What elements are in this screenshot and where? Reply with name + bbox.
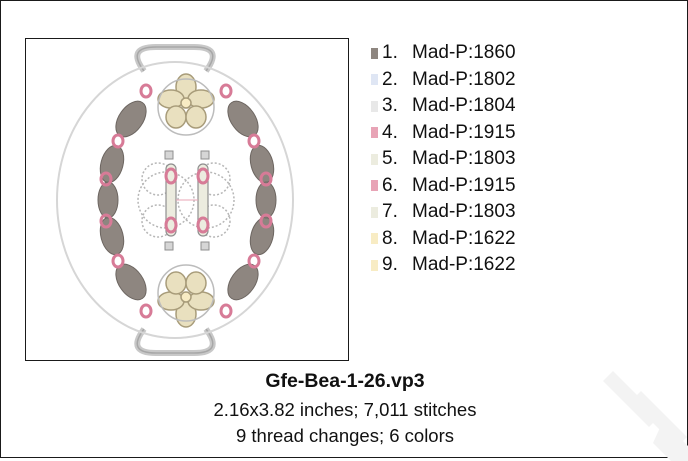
color-swatch xyxy=(371,127,378,139)
thread-number: 8. xyxy=(382,227,398,249)
color-swatch xyxy=(371,74,378,86)
thread-name: Mad-P:1803 xyxy=(412,201,516,223)
thread-name: Mad-P:1915 xyxy=(412,174,516,196)
color-swatch xyxy=(371,233,378,245)
color-swatch xyxy=(371,259,378,271)
thread-number: 7. xyxy=(382,201,398,223)
thread-number: 9. xyxy=(382,254,398,276)
design-preview xyxy=(25,38,349,361)
watermark-logo-icon xyxy=(603,371,688,461)
thread-number: 3. xyxy=(382,95,398,117)
color-swatch xyxy=(371,206,378,218)
design-thread-changes: 9 thread changes; 6 colors xyxy=(235,425,455,446)
design-dimensions: 2.16x3.82 inches; 7,011 stitches xyxy=(213,399,477,420)
thread-item: 7. Mad-P:1803 xyxy=(371,199,516,226)
thread-name: Mad-P:1860 xyxy=(412,42,516,64)
thread-item: 1. Mad-P:1860 xyxy=(371,40,516,67)
thread-item: 6. Mad-P:1915 xyxy=(371,173,516,200)
thread-item: 3. Mad-P:1804 xyxy=(371,93,516,120)
color-swatch xyxy=(371,153,378,165)
thread-item: 4. Mad-P:1915 xyxy=(371,120,516,147)
thread-name: Mad-P:1802 xyxy=(412,68,516,90)
thread-name: Mad-P:1915 xyxy=(412,121,516,143)
thread-number: 4. xyxy=(382,121,398,143)
thread-name: Mad-P:1803 xyxy=(412,148,516,170)
thread-item: 9. Mad-P:1622 xyxy=(371,252,516,279)
thread-name: Mad-P:1622 xyxy=(412,227,516,249)
thread-list: 1. Mad-P:1860 2. Mad-P:1802 3. Mad-P:180… xyxy=(371,40,516,279)
thread-number: 5. xyxy=(382,148,398,170)
thread-number: 6. xyxy=(382,174,398,196)
thread-number: 2. xyxy=(382,68,398,90)
thread-item: 8. Mad-P:1622 xyxy=(371,226,516,253)
thread-item: 2. Mad-P:1802 xyxy=(371,67,516,94)
color-swatch xyxy=(371,47,378,59)
color-swatch xyxy=(371,180,378,192)
thread-number: 1. xyxy=(382,42,398,64)
color-swatch xyxy=(371,100,378,112)
design-filename: Gfe-Bea-1-26.vp3 xyxy=(265,370,425,392)
embroidery-design-preview-icon xyxy=(56,44,294,356)
thread-name: Mad-P:1622 xyxy=(412,254,516,276)
thread-item: 5. Mad-P:1803 xyxy=(371,146,516,173)
thread-name: Mad-P:1804 xyxy=(412,95,516,117)
